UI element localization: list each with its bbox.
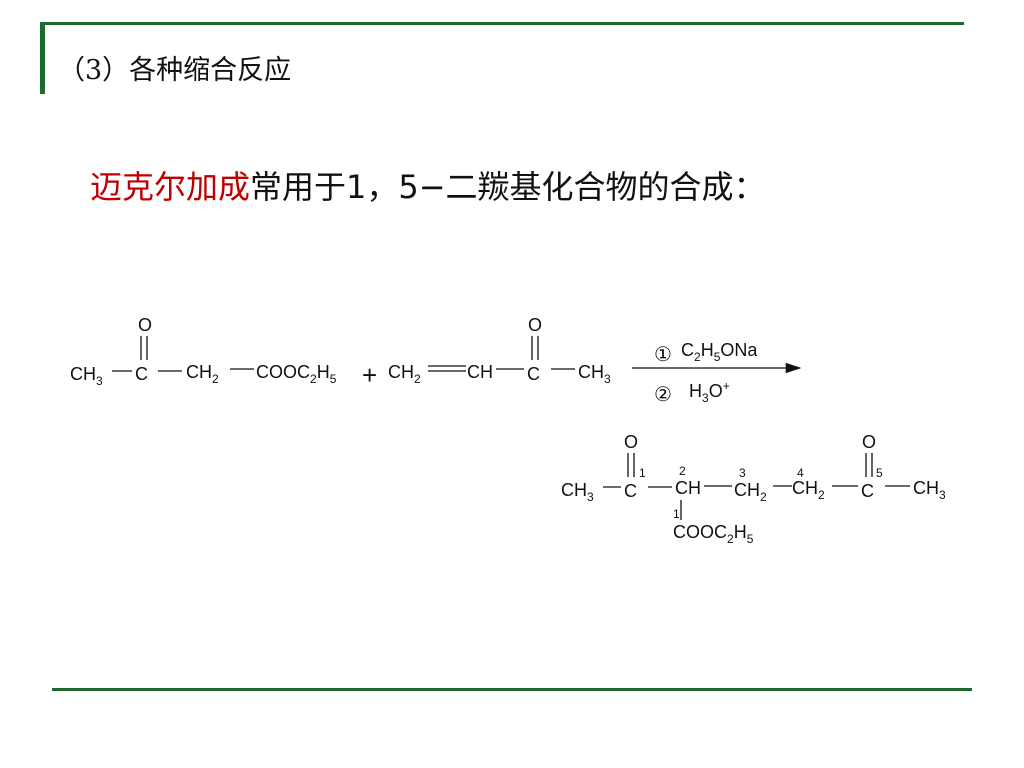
footer-divider bbox=[52, 688, 972, 691]
p-methylene-b: CH2 bbox=[792, 478, 825, 502]
plus-sign: + bbox=[362, 360, 377, 390]
reactant-2: CH2 CH O C CH3 bbox=[388, 315, 611, 386]
r1-methyl: CH3 bbox=[70, 364, 103, 388]
p-locant-5: 5 bbox=[876, 466, 883, 480]
headline-rest: 常用于1，5−二羰基化合物的合成： bbox=[250, 168, 766, 206]
step-1-reagent: C2H5ONa bbox=[681, 340, 758, 364]
p-carbon-5: C bbox=[861, 481, 874, 501]
p-carbon-1: C bbox=[624, 481, 637, 501]
r1-oxygen: O bbox=[138, 315, 152, 335]
title-accent-bar-horizontal bbox=[40, 22, 964, 25]
p-methyl-left: CH3 bbox=[561, 480, 594, 504]
p-locant-4: 4 bbox=[797, 466, 804, 480]
p-locant-3: 3 bbox=[739, 466, 746, 480]
headline-highlight: 迈克尔加成 bbox=[90, 168, 251, 206]
step-1-marker: ① bbox=[654, 342, 672, 366]
r2-oxygen: O bbox=[528, 315, 542, 335]
r2-carbonyl-carbon: C bbox=[527, 364, 540, 384]
r2-methine: CH bbox=[467, 362, 493, 382]
r1-ester: COOC2H5 bbox=[256, 362, 337, 386]
p-methylene-a: CH2 bbox=[734, 480, 767, 504]
headline: 迈克尔加成常用于1，5−二羰基化合物的合成： bbox=[90, 162, 766, 208]
p-methyl-right: CH3 bbox=[913, 478, 946, 502]
p-oxygen-right: O bbox=[862, 432, 876, 452]
p-oxygen-left: O bbox=[624, 432, 638, 452]
r2-methylene: CH2 bbox=[388, 362, 421, 386]
step-2-reagent: H3O+ bbox=[689, 379, 730, 405]
p-locant-1b: 1 bbox=[673, 507, 680, 521]
product: O 1 CH3 C 2 CH 3 CH2 4 CH2 O 5 C CH3 1 C… bbox=[561, 432, 946, 546]
reaction-arrow: ① C2H5ONa ② H3O+ bbox=[632, 340, 802, 406]
reactant-1: O CH3 C CH2 COOC2H5 bbox=[70, 315, 337, 388]
step-2-marker: ② bbox=[654, 382, 672, 406]
p-locant-1: 1 bbox=[639, 466, 646, 480]
p-locant-2: 2 bbox=[679, 464, 686, 478]
r2-methyl: CH3 bbox=[578, 362, 611, 386]
title-accent-bar-vertical bbox=[40, 22, 45, 94]
r1-carbonyl-carbon: C bbox=[135, 364, 148, 384]
p-ester: COOC2H5 bbox=[673, 522, 754, 546]
p-methine: CH bbox=[675, 478, 701, 498]
section-title: （3）各种缩合反应 bbox=[58, 55, 292, 86]
r1-methylene: CH2 bbox=[186, 362, 219, 386]
